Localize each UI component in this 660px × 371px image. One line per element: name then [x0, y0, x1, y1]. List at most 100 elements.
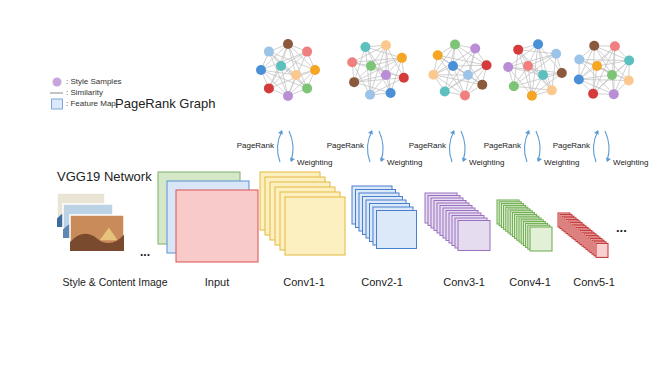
style-sample-dot	[547, 85, 557, 95]
style-sample-dot	[557, 68, 567, 78]
feature-map	[377, 211, 417, 249]
weighting-arrow	[289, 131, 293, 161]
ellipsis: ...	[140, 246, 150, 260]
arrow-head	[525, 130, 530, 135]
weighting-arrow	[536, 131, 540, 161]
similarity-edge	[455, 44, 487, 65]
style-sample-dot	[366, 61, 376, 71]
layer-label: Conv4-1	[509, 276, 551, 289]
legend-text: : Feature Map	[66, 99, 116, 108]
style-sample-dot	[276, 61, 286, 71]
style-sample-dot	[433, 50, 443, 60]
style-sample-dot	[302, 47, 312, 57]
style-sample-dot	[283, 91, 293, 101]
style-sample-dot	[460, 91, 470, 101]
legend-dot	[53, 78, 62, 87]
style-sample-dot	[477, 80, 487, 90]
similarity-edge	[438, 55, 468, 75]
pagerank-arrows	[449, 130, 467, 162]
arrow-head	[537, 158, 542, 163]
arrow-head	[290, 158, 295, 163]
style-sample-dot	[386, 88, 396, 98]
graph-title: PageRank Graph	[115, 97, 215, 112]
layer-stack: Input	[158, 172, 258, 262]
style-sample-dot	[463, 70, 473, 80]
arrow-head	[594, 130, 599, 135]
pagerank-arrows	[593, 130, 611, 162]
pagerank-graph	[503, 39, 567, 101]
legend-line	[50, 92, 63, 93]
weighting-label: Weighting	[387, 158, 422, 167]
network-title: VGG19 Network	[57, 170, 152, 185]
painting-frame	[70, 215, 124, 251]
style-sample-dot	[381, 40, 391, 50]
layer-label: Conv3-1	[443, 276, 485, 289]
pagerank-label: PageRank	[237, 141, 274, 150]
similarity-edge	[455, 44, 482, 84]
weighting-arrow	[605, 131, 609, 161]
style-sample-dot	[588, 89, 598, 99]
style-sample-dot	[428, 70, 438, 80]
similarity-edge	[365, 47, 386, 75]
style-sample-dot	[574, 74, 584, 84]
style-sample-dot	[592, 61, 602, 71]
style-sample-dot	[610, 41, 620, 51]
pagerank-graph	[428, 39, 491, 100]
style-sample-dot	[283, 39, 293, 49]
painting-wave	[70, 234, 124, 251]
layer-label: Conv5-1	[573, 276, 615, 289]
pagerank-arrow	[277, 131, 282, 162]
weighting-arrow	[379, 131, 383, 161]
style-sample-dot	[349, 77, 359, 87]
pagerank-arrow	[367, 131, 372, 162]
style-sample-dot	[302, 83, 312, 93]
similarity-edge	[579, 75, 612, 79]
style-sample-dot	[399, 73, 409, 83]
style-sample-dot	[397, 53, 407, 63]
pagerank-arrow	[593, 131, 598, 162]
similarity-edge	[465, 65, 487, 95]
style-sample-dot	[624, 75, 634, 85]
style-sample-dot	[256, 65, 266, 75]
feature-map	[176, 190, 258, 262]
style-sample-dot	[551, 49, 561, 59]
style-sample-dot	[538, 70, 548, 80]
similarity-edge	[579, 79, 629, 80]
style-sample-dot	[264, 47, 274, 57]
pagerank-arrows	[367, 130, 385, 162]
legend-text: : Style Samples	[66, 77, 122, 86]
layer-label: Input	[205, 276, 229, 289]
weighting-label: Weighting	[469, 158, 504, 167]
style-sample-dot	[360, 42, 370, 52]
style-sample-dot	[513, 45, 523, 55]
layer-stack: Conv4-1	[497, 200, 552, 251]
legend-square	[52, 99, 63, 109]
similarity-edge	[438, 55, 465, 95]
arrow-head	[278, 130, 283, 135]
pagerank-label: PageRank	[409, 141, 446, 150]
style-sample-dot	[527, 91, 537, 101]
similarity-edge	[514, 73, 562, 86]
weighting-label: Weighting	[297, 158, 332, 167]
legend-text: : Similarity	[66, 88, 103, 97]
weighting-label: Weighting	[544, 158, 579, 167]
layer-stack: Conv2-1	[352, 186, 417, 249]
weighting-arrow	[461, 131, 465, 161]
layer-stack: Conv1-1	[260, 172, 345, 255]
feature-map	[458, 221, 490, 251]
similarity-edge	[579, 60, 628, 81]
pagerank-arrows	[524, 130, 542, 162]
style-sample-dot	[450, 39, 460, 49]
pagerank-label: PageRank	[327, 141, 364, 150]
pagerank-label: PageRank	[553, 141, 590, 150]
arrow-head	[462, 158, 467, 163]
style-sample-dot	[448, 61, 458, 71]
arrow-head	[380, 158, 385, 163]
layer-stack: Conv3-1	[425, 193, 490, 251]
style-sample-dot	[609, 89, 619, 99]
style-sample-dot	[624, 56, 634, 66]
style-sample-dot	[533, 39, 543, 49]
layer-label: Conv1-1	[283, 276, 325, 289]
